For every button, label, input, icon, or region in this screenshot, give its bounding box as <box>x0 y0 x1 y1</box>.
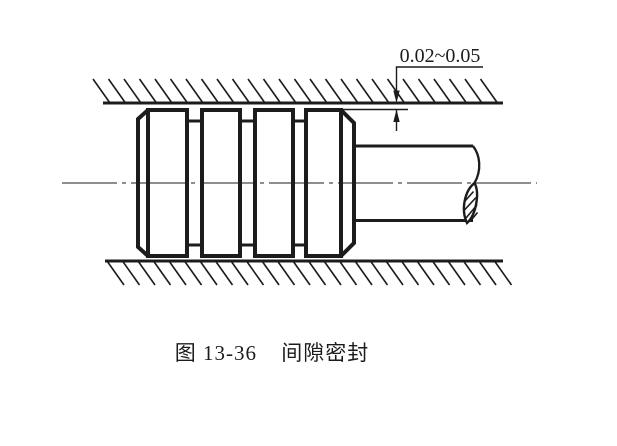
top-wall-hatching <box>92 78 499 104</box>
piston-land-3 <box>253 108 295 258</box>
piston-rod <box>352 144 481 225</box>
rod-break-curve <box>472 145 481 184</box>
piston-land-2 <box>200 108 242 258</box>
figure-caption-title: 间隙密封 <box>281 341 369 365</box>
piston-land-1 <box>146 108 189 258</box>
dimension-arrow-down-icon <box>393 90 400 103</box>
cylinder-bottom-wall <box>105 259 513 286</box>
clearance-dimension: 0.02~0.05 <box>338 45 483 131</box>
piston <box>136 108 356 258</box>
piston-land-4 <box>304 108 343 258</box>
piston-left-chamfer <box>136 108 150 258</box>
figure-caption-number: 图 13-36 <box>175 341 257 365</box>
figure-caption: 图 13-36 间隙密封 <box>175 341 370 365</box>
piston-right-chamfer <box>339 108 356 258</box>
cylinder-top-wall <box>92 78 503 105</box>
dimension-label: 0.02~0.05 <box>400 45 481 67</box>
bottom-wall-hatching <box>106 260 513 286</box>
rod-break-lens-hatching <box>463 190 479 223</box>
